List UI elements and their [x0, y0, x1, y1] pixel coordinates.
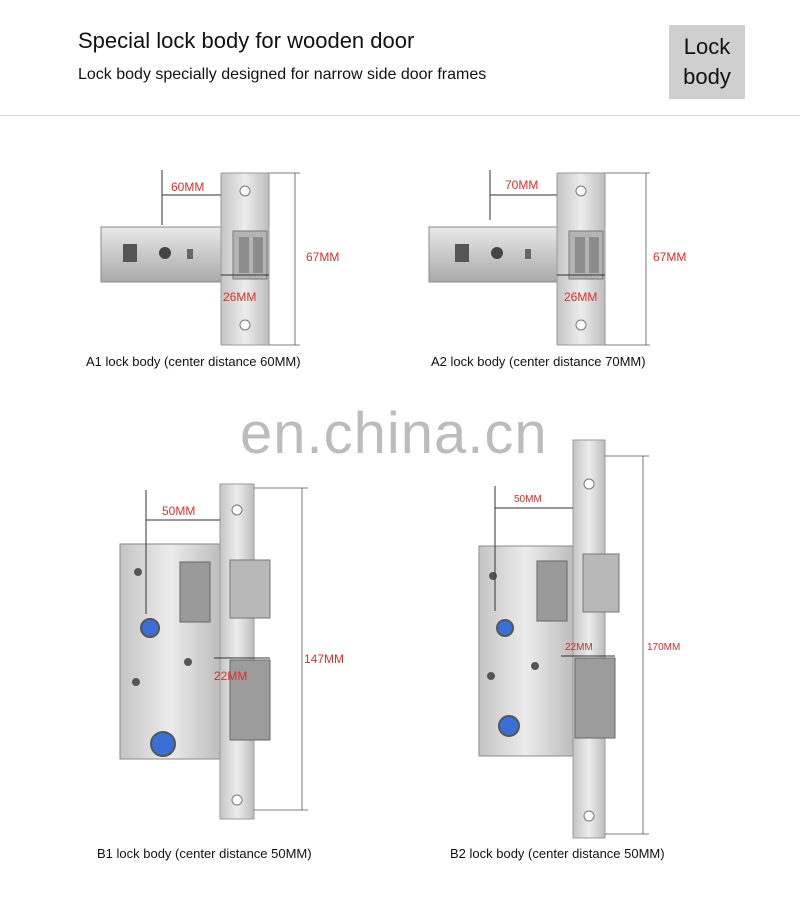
a2-lock-body-figure: 70MM 26MM 67MM	[428, 170, 686, 346]
b2-face-width-label: 22MM	[565, 642, 593, 653]
b1-lock-body-figure: 50MM 22MM 147MM	[119, 483, 344, 820]
a2-face-width-label: 26MM	[564, 290, 597, 304]
page-title: Special lock body for wooden door	[78, 28, 415, 53]
b1-caption: B1 lock body (center distance 50MM)	[97, 846, 312, 861]
a2-center-distance-label: 70MM	[505, 178, 538, 192]
b2-caption: B2 lock body (center distance 50MM)	[450, 846, 665, 861]
b2-center-distance-label: 50MM	[514, 494, 542, 505]
a2-height-label: 67MM	[653, 250, 686, 264]
a1-center-distance-label: 60MM	[171, 180, 204, 194]
a2-caption: A2 lock body (center distance 70MM)	[431, 354, 646, 369]
b2-height-label: 170MM	[647, 642, 680, 653]
a1-height-label: 67MM	[306, 250, 339, 264]
b1-height-label: 147MM	[304, 652, 344, 666]
category-tag: Lock body	[669, 25, 745, 99]
b1-face-width-label: 22MM	[214, 669, 247, 683]
tag-line-1: Lock	[683, 34, 731, 59]
a1-lock-body-figure: 60MM 26MM 67MM	[100, 170, 339, 346]
a1-caption: A1 lock body (center distance 60MM)	[86, 354, 301, 369]
page-subtitle: Lock body specially designed for narrow …	[78, 66, 487, 83]
tag-line-2: body	[683, 64, 731, 89]
header-divider	[0, 115, 800, 116]
b1-center-distance-label: 50MM	[162, 504, 195, 518]
b2-lock-body-figure: 50MM 22MM 170MM	[478, 439, 680, 839]
a1-face-width-label: 26MM	[223, 290, 256, 304]
watermark: en.china.cn	[240, 401, 548, 466]
